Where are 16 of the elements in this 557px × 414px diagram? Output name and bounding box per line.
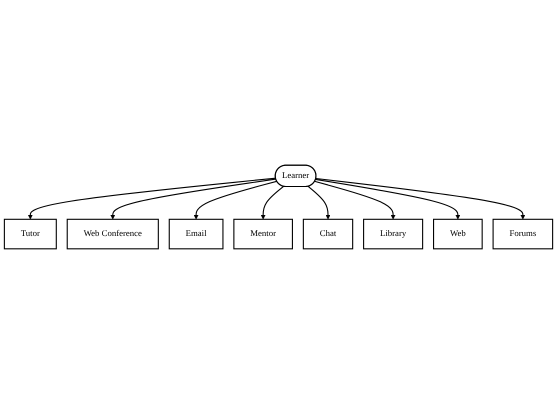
node-box: Library — [363, 218, 424, 250]
node-box: Forums — [492, 218, 554, 250]
node-box: Web Conference — [66, 218, 159, 250]
arrow — [110, 178, 276, 220]
arrow — [260, 186, 284, 220]
node-box: Tutor — [4, 218, 57, 250]
arrow — [316, 178, 526, 220]
node-box: Chat — [302, 218, 354, 250]
node-box: Web — [433, 218, 483, 250]
node-box: Mentor — [233, 218, 293, 250]
arrow — [194, 180, 277, 220]
arrow — [308, 186, 330, 220]
arrow — [316, 178, 460, 220]
node-box: Email — [168, 218, 224, 250]
arrow — [314, 180, 396, 220]
arrow — [28, 178, 276, 220]
